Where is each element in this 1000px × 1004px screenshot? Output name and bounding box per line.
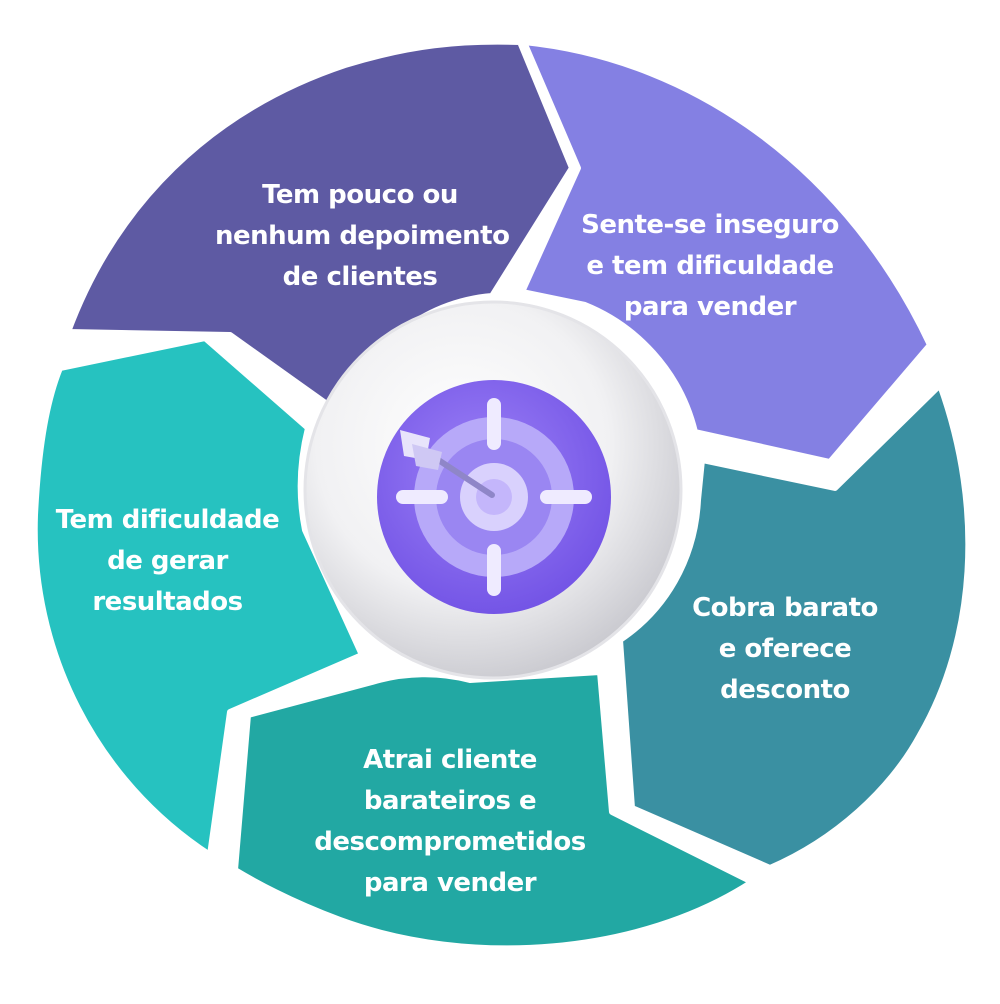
- segment-1-label: Tem pouco ou nenhum depoimento de clientes: [215, 175, 510, 298]
- center-ball-rim: [303, 300, 683, 680]
- segment-4-shape: [232, 669, 755, 952]
- segment-5-line: Tem dificuldade: [55, 505, 280, 535]
- segment-2-label: Sente-se inseguro e tem dificuldade para v…: [570, 205, 850, 328]
- target-with-arrow-icon: [377, 380, 611, 614]
- segment-4-line: descomprometidos: [314, 827, 586, 857]
- segment-5-shape: [31, 335, 365, 858]
- segment-4-label: Atrai cliente barateiros e descomprometido…: [290, 740, 610, 904]
- segment-2-line: para vender: [623, 292, 797, 322]
- segment-3-line: e oferece: [718, 634, 852, 664]
- segment-4-line: Atrai cliente: [363, 745, 537, 775]
- segment-5-label: Tem dificuldade de gerar resultados: [40, 500, 295, 623]
- segment-3-shape: [617, 382, 972, 871]
- segment-5-line: resultados: [92, 587, 243, 617]
- segment-2-line: Sente-se inseguro: [581, 210, 839, 240]
- segment-2-shape: [519, 39, 933, 465]
- segment-3-line: desconto: [720, 675, 850, 705]
- segment-3-line: Cobra barato: [692, 593, 878, 623]
- segment-2-line: e tem dificuldade: [586, 251, 834, 281]
- segment-1-line: Tem pouco ou: [262, 180, 458, 210]
- segment-5-line: de gerar: [107, 546, 228, 576]
- segment-4-line: barateiros e: [363, 786, 537, 816]
- segment-3-label: Cobra barato e oferece desconto: [680, 588, 890, 711]
- segment-4-line: para vender: [363, 868, 537, 898]
- segment-1-line: nenhum depoimento: [215, 221, 510, 251]
- segment-1-line: de clientes: [282, 262, 438, 292]
